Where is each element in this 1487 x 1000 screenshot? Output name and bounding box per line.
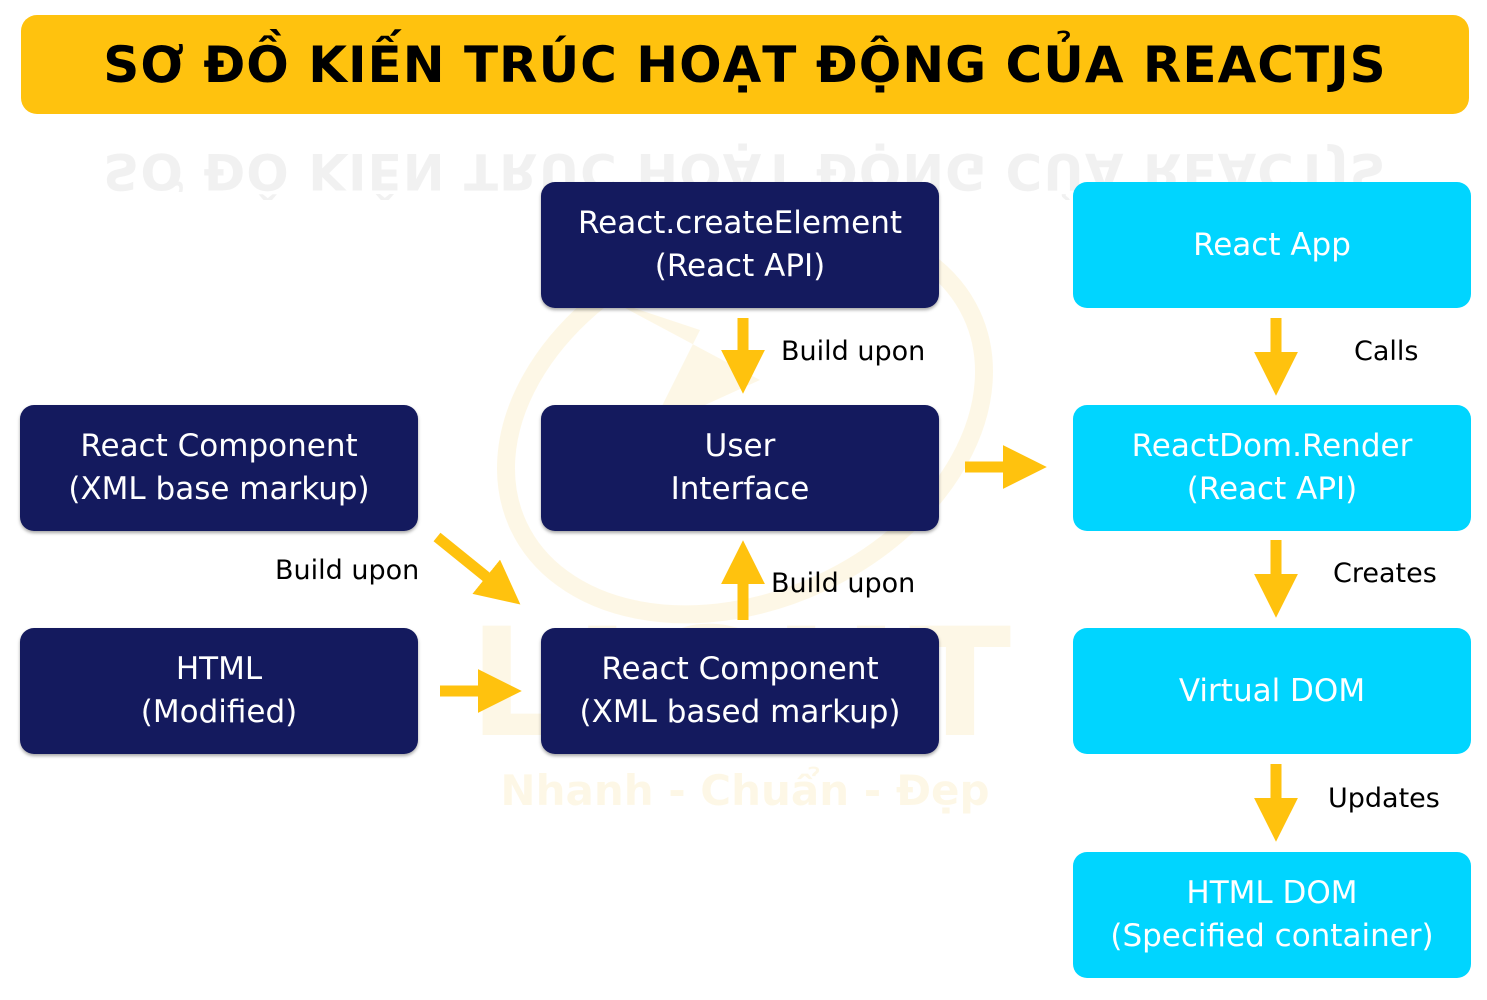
node-html-dom-line2: (Specified container) bbox=[1110, 918, 1434, 954]
node-html-modified-line1: HTML bbox=[175, 651, 263, 687]
edge-label-creates: Creates bbox=[1333, 558, 1437, 589]
node-create-element-line2: (React API) bbox=[654, 248, 826, 284]
node-html-dom: HTML DOM (Specified container) bbox=[1073, 852, 1471, 978]
node-create-element: React.createElement (React API) bbox=[541, 182, 939, 308]
node-react-component-center: React Component (XML based markup) bbox=[541, 628, 939, 754]
node-react-app: React App bbox=[1073, 182, 1471, 308]
title-bar: SƠ ĐỒ KIẾN TRÚC HOẠT ĐỘNG CỦA REACTJS bbox=[21, 15, 1469, 114]
edge-label-build-upon-left: Build upon bbox=[275, 555, 420, 586]
node-react-component-left: React Component (XML base markup) bbox=[20, 405, 418, 531]
edge-label-calls: Calls bbox=[1354, 336, 1419, 367]
node-html-modified-line2: (Modified) bbox=[140, 694, 298, 730]
edge-label-updates: Updates bbox=[1328, 783, 1440, 814]
node-reactdom-render: ReactDom.Render (React API) bbox=[1073, 405, 1471, 531]
node-virtual-dom: Virtual DOM bbox=[1073, 628, 1471, 754]
edge-label-build-upon-top: Build upon bbox=[781, 336, 926, 367]
node-user-interface-line1: User bbox=[704, 428, 776, 464]
node-reactdom-render-line1: ReactDom.Render bbox=[1131, 428, 1413, 464]
node-virtual-dom-line1: Virtual DOM bbox=[1178, 672, 1366, 709]
edge-label-build-upon-center: Build upon bbox=[771, 568, 916, 599]
node-react-component-left-line2: (XML base markup) bbox=[68, 471, 370, 507]
node-create-element-line1: React.createElement bbox=[577, 205, 903, 241]
node-html-modified: HTML (Modified) bbox=[20, 628, 418, 754]
node-reactdom-render-line2: (React API) bbox=[1186, 471, 1358, 507]
node-react-component-center-line1: React Component bbox=[601, 651, 879, 687]
arrow-left-component-to-center bbox=[433, 532, 521, 605]
node-react-component-left-line1: React Component bbox=[80, 428, 358, 464]
page-title: SƠ ĐỒ KIẾN TRÚC HOẠT ĐỘNG CỦA REACTJS bbox=[103, 35, 1387, 94]
node-html-dom-line1: HTML DOM bbox=[1186, 875, 1358, 911]
node-user-interface-line2: Interface bbox=[670, 471, 810, 507]
node-react-component-center-line2: (XML based markup) bbox=[579, 694, 901, 730]
node-user-interface: User Interface bbox=[541, 405, 939, 531]
node-react-app-line1: React App bbox=[1193, 226, 1351, 263]
